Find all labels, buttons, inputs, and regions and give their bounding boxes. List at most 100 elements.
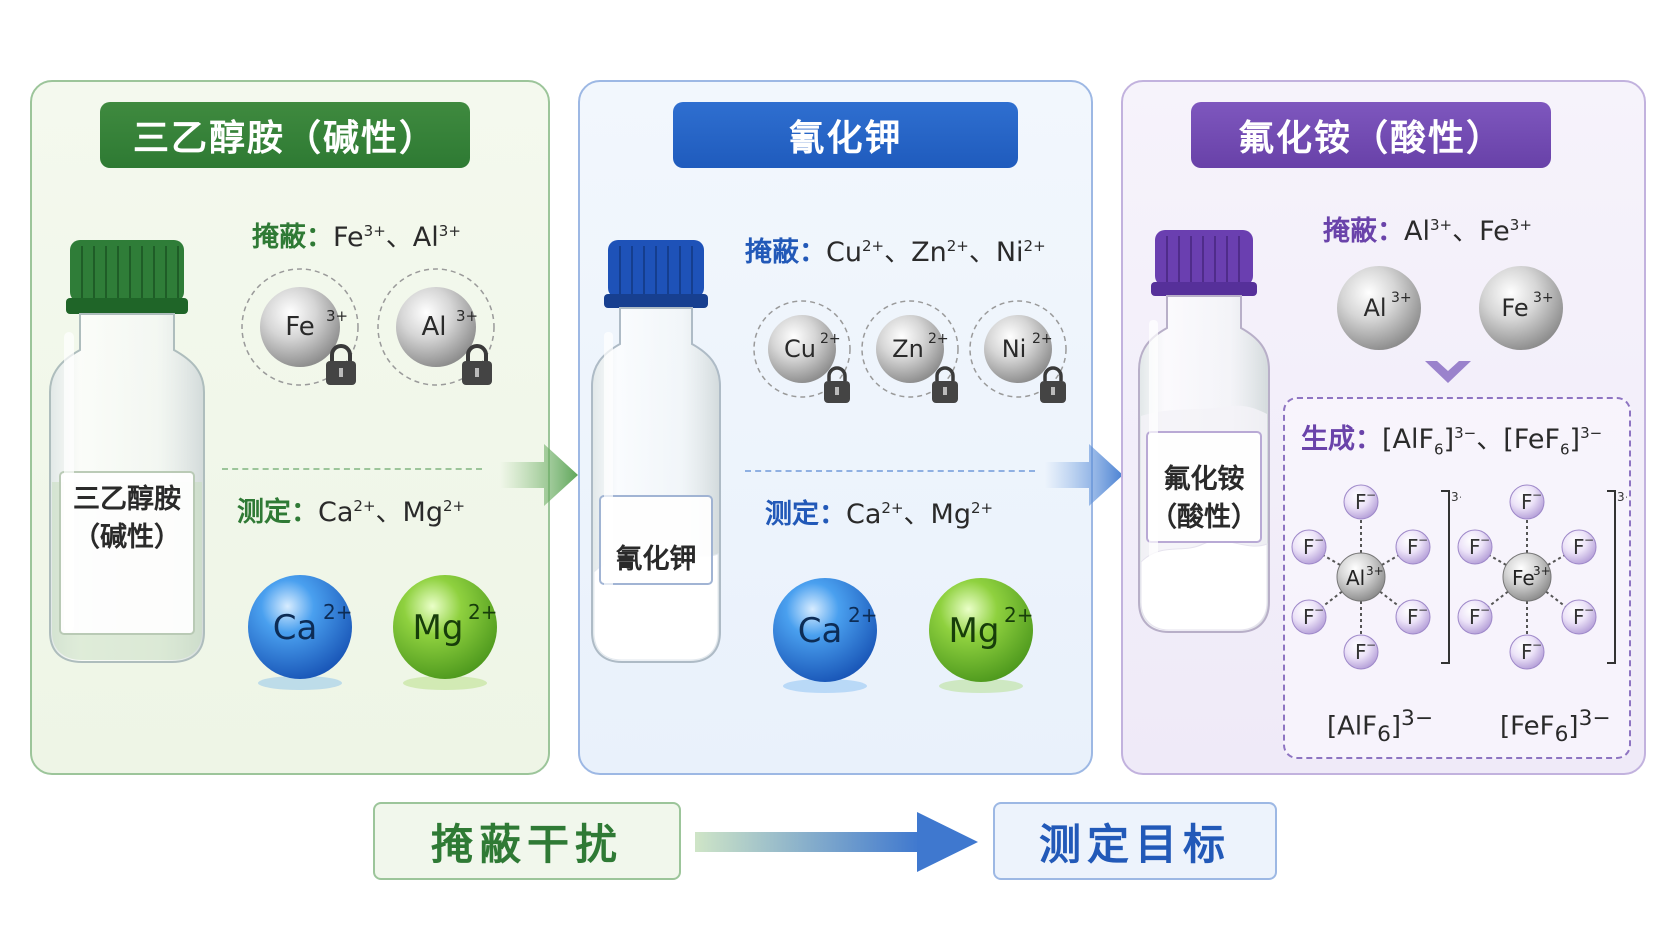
flow-mask-interference: 掩蔽干扰	[373, 802, 681, 880]
ligand-charge: −	[1532, 488, 1542, 502]
masked-ion-fe: Fe 3+	[1473, 260, 1573, 364]
measure-row: 测定：Ca2+、Mg2+	[237, 490, 465, 529]
measure-key: 测定：	[765, 499, 846, 530]
measure-row: 测定：Ca2+、Mg2+	[765, 492, 993, 531]
panel-title: 氟化铵（酸性）	[1191, 102, 1551, 168]
ion-charge: 2+	[848, 603, 877, 627]
measured-ion-ca: Ca 2+	[762, 570, 892, 704]
masked-ion-zn: Zn 2+	[858, 297, 968, 413]
ion-symbol: Mg	[949, 611, 1000, 651]
center-charge: 3+	[1533, 564, 1551, 578]
ion-charge: 2+	[323, 600, 352, 624]
mask-value: Fe3+、Al3+	[333, 222, 461, 253]
form-row: 生成：[AlF6]3−、[FeF6]3−	[1301, 417, 1602, 458]
ion-symbol: Al	[1363, 294, 1386, 322]
ion-symbol: Ni	[1002, 335, 1027, 363]
chevron-down-icon	[1425, 361, 1471, 383]
panel-ammonium-fluoride: 氟化铵（酸性） 氟化铵 （酸性） 掩蔽：Al3+、Fe3+ Al 3+ Fe 3…	[1121, 80, 1646, 775]
ligand-charge: −	[1366, 488, 1376, 502]
ion-charge: 3+	[1391, 290, 1412, 306]
mask-value: Al3+、Fe3+	[1404, 216, 1532, 247]
ion-charge: 2+	[468, 600, 497, 624]
arrow-right-icon	[1045, 444, 1123, 506]
bottle-label-line1: 氟化铵	[1163, 464, 1245, 495]
bottle-label-line2: （碱性）	[73, 522, 181, 553]
mask-key: 掩蔽：	[252, 222, 333, 253]
masked-ion-al: Al 3+	[1331, 260, 1431, 364]
mask-row: 掩蔽：Al3+、Fe3+	[1323, 209, 1532, 248]
mask-key: 掩蔽：	[1323, 216, 1404, 247]
complex-caption-alf6: [AlF6]3−	[1327, 706, 1433, 747]
divider	[222, 468, 482, 470]
panel-triethanolamine: 三乙醇胺（碱性） 三乙醇胺 （碱性） 掩蔽：Fe3+、Al3+ Fe 3+	[30, 80, 550, 775]
ion-charge: 2+	[1004, 603, 1033, 627]
ion-charge: 2+	[1032, 331, 1053, 347]
ion-symbol: Zn	[892, 335, 924, 363]
mask-value: Cu2+、Zn2+、Ni2+	[826, 237, 1046, 268]
bottle-label-line1: 氰化钾	[615, 544, 697, 575]
panel-potassium-cyanide: 氰化钾 氰化钾 掩蔽：Cu2+、Zn2+、Ni2+ Cu 2+	[578, 80, 1093, 775]
measure-key: 测定：	[237, 497, 318, 528]
ion-charge: 2+	[928, 331, 949, 347]
lock-icon	[326, 344, 356, 385]
form-key: 生成：	[1301, 424, 1382, 455]
complex-charge: 3−	[1617, 490, 1627, 504]
measure-value: Ca2+、Mg2+	[846, 499, 994, 530]
measured-ion-ca: Ca 2+	[237, 567, 367, 701]
arrow-right-icon	[695, 812, 978, 872]
bottle-label-line1: 三乙醇胺	[73, 484, 181, 515]
panel-title: 氰化钾	[673, 102, 1018, 168]
ion-symbol: Al	[421, 312, 446, 342]
ligand-charge: −	[1584, 603, 1594, 617]
ligand-f: F	[1303, 605, 1315, 629]
ion-symbol: Ca	[798, 611, 843, 651]
ion-charge: 2+	[820, 331, 841, 347]
ligand-f: F	[1407, 605, 1419, 629]
ligand-charge: −	[1532, 638, 1542, 652]
ligand-f: F	[1521, 640, 1533, 664]
ligand-charge: −	[1584, 533, 1594, 547]
ion-symbol: Cu	[784, 335, 816, 363]
lock-icon	[1040, 366, 1066, 403]
masked-ion-al: Al 3+	[376, 267, 506, 401]
ligand-charge: −	[1314, 533, 1324, 547]
ligand-f: F	[1573, 535, 1585, 559]
arrow-right-icon	[500, 444, 578, 506]
ligand-charge: −	[1480, 533, 1490, 547]
complex-formation-box: 生成：[AlF6]3−、[FeF6]3− F− F− F− F− F− F−	[1283, 397, 1631, 759]
measured-ion-mg: Mg 2+	[382, 567, 512, 701]
ligand-charge: −	[1366, 638, 1376, 652]
complex-alf6: F− F− F− F− F− F− Al 3+ 3−	[1291, 484, 1461, 670]
complex-fef6: F− F− F− F− F− F− Fe 3+ 3−	[1457, 484, 1627, 670]
ligand-charge: −	[1418, 603, 1428, 617]
ion-charge: 3+	[326, 307, 348, 325]
masked-ion-fe: Fe 3+	[240, 267, 370, 401]
ion-charge: 3+	[456, 307, 478, 325]
ion-symbol: Fe	[1501, 294, 1528, 322]
lock-icon	[824, 366, 850, 403]
ion-symbol: Fe	[285, 312, 315, 342]
ligand-charge: −	[1314, 603, 1324, 617]
mask-row: 掩蔽：Fe3+、Al3+	[252, 215, 461, 254]
ligand-charge: −	[1418, 533, 1428, 547]
mask-key: 掩蔽：	[745, 237, 826, 268]
ligand-f: F	[1355, 490, 1367, 514]
lock-icon	[462, 344, 492, 385]
complex-caption-fef6: [FeF6]3−	[1500, 706, 1611, 747]
panel-title: 三乙醇胺（碱性）	[100, 102, 470, 168]
center-ion: Al	[1346, 566, 1365, 590]
ion-charge: 3+	[1533, 290, 1554, 306]
ligand-f: F	[1469, 605, 1481, 629]
ligand-f: F	[1407, 535, 1419, 559]
ligand-f: F	[1521, 490, 1533, 514]
ligand-f: F	[1355, 640, 1367, 664]
mask-row: 掩蔽：Cu2+、Zn2+、Ni2+	[745, 230, 1046, 269]
ligand-charge: −	[1480, 603, 1490, 617]
bottle-label-line2: （酸性）	[1150, 502, 1258, 533]
measure-value: Ca2+、Mg2+	[318, 497, 466, 528]
measured-ion-mg: Mg 2+	[918, 570, 1048, 704]
complex-charge: 3−	[1451, 490, 1461, 504]
lock-icon	[932, 366, 958, 403]
center-charge: 3+	[1366, 564, 1384, 578]
bottle-illustration	[49, 240, 205, 663]
